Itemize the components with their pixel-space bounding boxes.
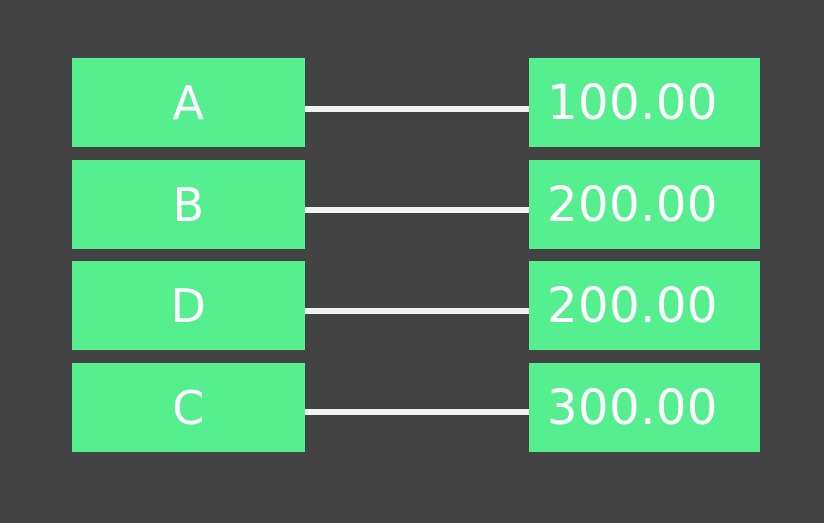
node-label: 200.00 [547,277,718,334]
node-label: C [172,380,205,435]
node-label: D [170,278,207,333]
sankey-node-v1[interactable]: 100.00 [529,58,760,147]
node-label: 100.00 [547,74,718,131]
sankey-node-a[interactable]: A [72,58,305,147]
sankey-node-b[interactable]: B [72,160,305,249]
sankey-link[interactable] [305,106,529,112]
node-label: B [172,177,205,232]
sankey-link[interactable] [305,409,529,415]
sankey-node-c[interactable]: C [72,363,305,452]
node-label: A [172,75,205,130]
sankey-node-v3[interactable]: 200.00 [529,261,760,350]
node-label: 300.00 [547,379,718,436]
sankey-node-v2[interactable]: 200.00 [529,160,760,249]
sankey-link[interactable] [305,308,529,314]
sankey-link[interactable] [305,207,529,213]
node-label: 200.00 [547,176,718,233]
sankey-node-v4[interactable]: 300.00 [529,363,760,452]
sankey-node-d[interactable]: D [72,261,305,350]
